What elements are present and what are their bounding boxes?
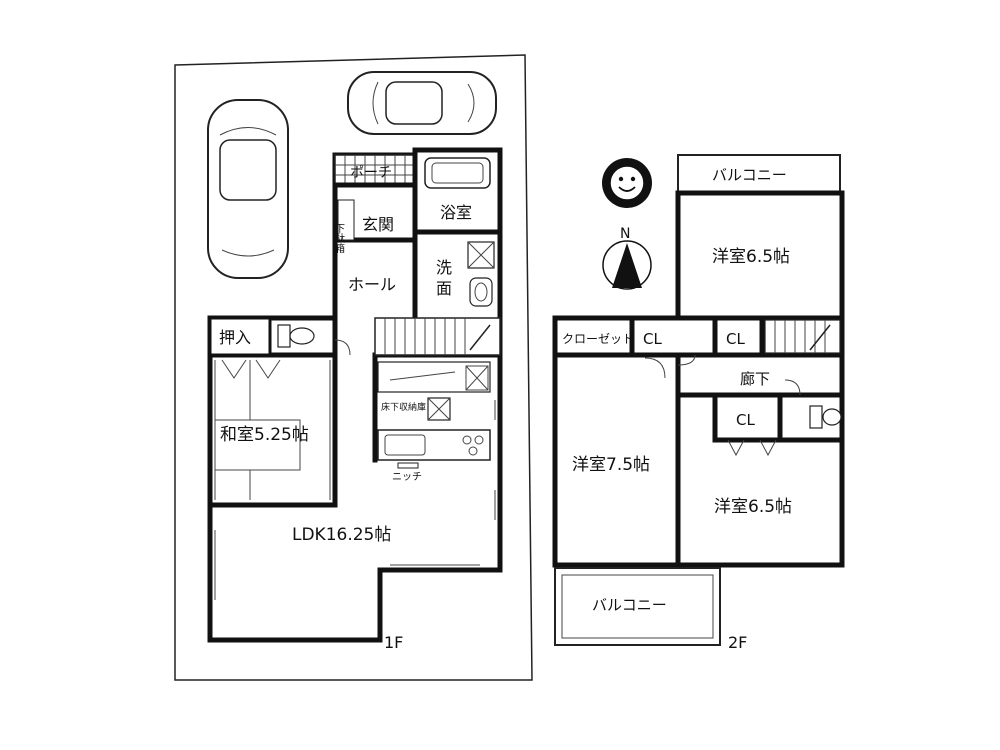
stove-icon	[377, 429, 491, 461]
bathtub-icon	[424, 157, 491, 189]
lot-boundary	[174, 54, 533, 681]
floor2-plan: N バルコニー 洋室6.5帖 クローゼット CL CL CL	[552, 154, 845, 652]
ldk-label: LDK16.25帖	[292, 525, 391, 545]
balcony-top-label: バルコニー	[712, 166, 787, 184]
oshiire-label: 押入	[219, 328, 251, 347]
washroom-label-2: 面	[436, 279, 452, 298]
bath-label: 浴室	[440, 203, 472, 222]
washitsu-label: 和室5.25帖	[220, 425, 309, 445]
washroom-label-1: 洗	[436, 258, 452, 277]
porch-label: ポーチ	[350, 165, 392, 181]
bedroom-se-label: 洋室6.5帖	[714, 497, 792, 517]
cl1-label: CL	[643, 330, 662, 348]
cl2-label: CL	[726, 330, 745, 348]
underfloor-label: 床下収納庫	[381, 401, 426, 413]
floor2-label: 2F	[728, 633, 747, 652]
bedroom-ne-label: 洋室6.5帖	[712, 247, 790, 267]
niche-label: ニッチ	[392, 471, 422, 483]
shoe-box-label: 下駄箱	[333, 223, 345, 254]
corridor-label: 廊下	[740, 370, 770, 388]
bedroom-w-label: 洋室7.5帖	[572, 455, 650, 475]
compass-north: N	[620, 226, 630, 242]
cl3-label: CL	[736, 411, 755, 429]
closet-label: クローゼット	[562, 332, 634, 346]
car-icon	[347, 71, 497, 135]
balcony-bottom-label: バルコニー	[592, 596, 667, 614]
stairs-icon	[764, 319, 841, 354]
toilet-icon	[809, 405, 842, 429]
sun-icon	[602, 158, 652, 208]
toilet-icon	[277, 324, 315, 348]
car-icon	[207, 99, 289, 279]
floor1-plan: ポーチ 下駄箱 玄関 浴室 洗 面 ホール 押入	[174, 54, 533, 681]
genkan-label: 玄関	[362, 215, 394, 234]
floor1-label: 1F	[384, 633, 403, 652]
porch-tile	[335, 155, 415, 185]
hall-label: ホール	[348, 275, 396, 294]
compass-icon: N	[602, 226, 652, 290]
stairs-icon	[374, 317, 501, 356]
